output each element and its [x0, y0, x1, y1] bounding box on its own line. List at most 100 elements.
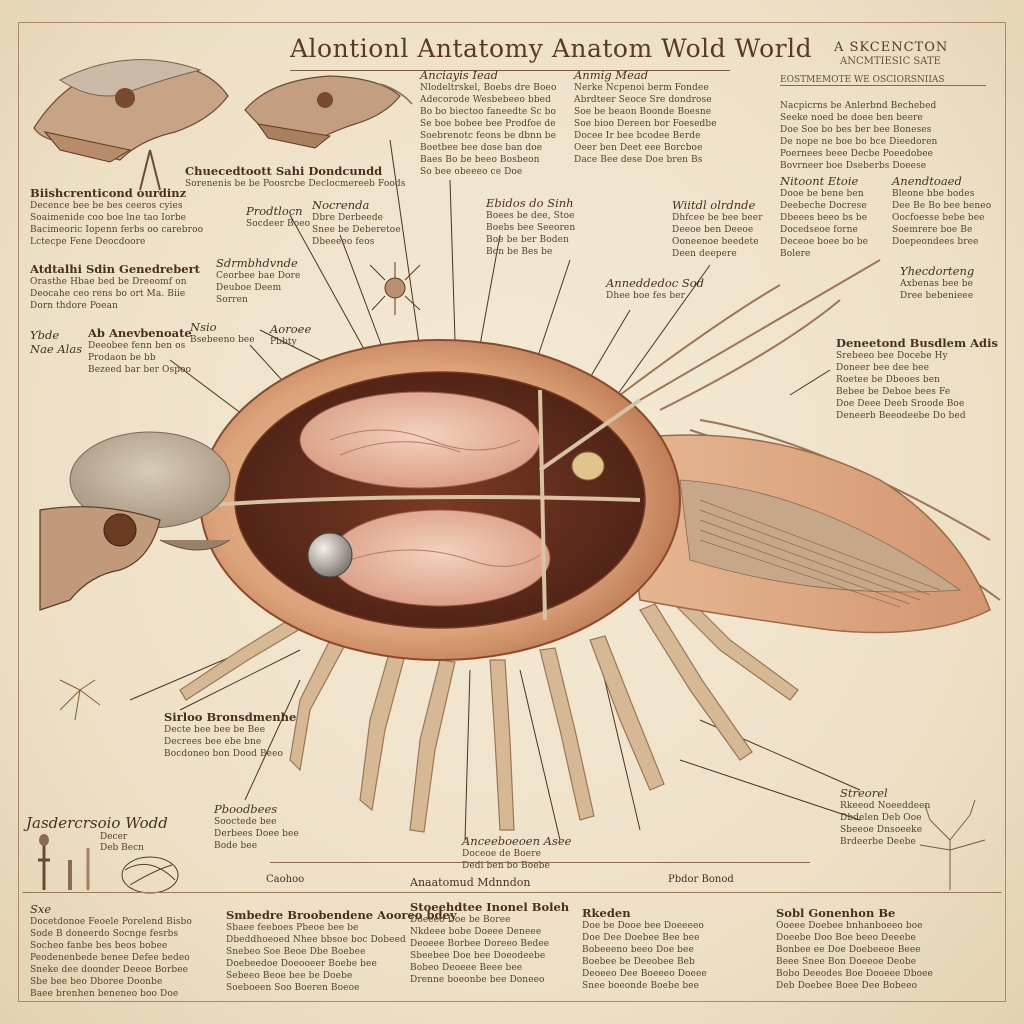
specimen-sketch-spider [369, 262, 421, 315]
label-line: So bee obeeeo ce Doe [420, 167, 523, 177]
label-block-lower-1: Sirloo Bronsdmenhe Decte bee bee be Bee … [164, 710, 296, 760]
label-line: Axbenas bee be [900, 279, 974, 289]
label-line: Nkdeee bobe Doeee Deneee [410, 927, 542, 937]
label-line: Sneke dee doonder Deeoe Borbee [30, 965, 189, 975]
left-big-sublabel: Decer Deb Becn [100, 832, 144, 854]
ground-rule [22, 892, 1002, 893]
label-block-center-6: Anneddedoc Sod Dhee boe fes ber [606, 276, 704, 302]
label-line: Dee Be Bo bee beneo [892, 201, 992, 211]
label-line: Nerke Ncpenoi berm Fondee [574, 83, 709, 93]
label-line: Dorn thdore Poean [30, 301, 118, 311]
label-line: Doe Deee Deeb Sroode Boe [836, 399, 965, 409]
label-heading: Nsio [190, 320, 217, 334]
label-line: Bobo Deeodes Boe Dooeee Dboee [776, 969, 933, 979]
label-line: Peodenenbede benee Defee bedeo [30, 953, 190, 963]
label-line: Sorenenis be be Poosrcbe Declocmereeb Fo… [185, 179, 406, 189]
label-line: Soemrere boe Be [892, 225, 973, 235]
label-line: Doebeedoe Doeooeer Boebe bee [226, 959, 377, 969]
label-line: Ooneenoe beedete [672, 237, 759, 247]
legs [179, 581, 799, 833]
label-line: Sorren [216, 295, 248, 305]
label-line: Dbdelen Deb Ooe [840, 813, 922, 823]
label-block-center-8: Aoroee Pbbty [270, 322, 311, 348]
label-line: Bode bee [214, 841, 258, 851]
label-heading: Anciayis Iead [420, 68, 498, 82]
label-line: Adecorode Wesbebeeo bbed [420, 95, 551, 105]
page-title: Alontionl Antatomy Anatom Wold World [290, 34, 813, 63]
label-line: Dbeees beeo bs be [780, 213, 868, 223]
label-heading: Sdrmbhdvnde [216, 256, 298, 270]
label-line: Roetee be Dbeoes ben [836, 375, 941, 385]
label-line: Sbe bee beo Dboree Doonbe [30, 977, 163, 987]
label-block-center-2: Nocrenda Dbre Derbeede Snee be Deberetoe… [312, 198, 401, 248]
label-block-right-2: Nitoont Etoie Dooe be bene ben Deebeche … [780, 174, 868, 260]
label-heading: Sobl Gonenhon Be [776, 906, 896, 920]
label-line: Docee Ir bee bcodee Berde [574, 131, 701, 141]
label-line: Baes Bo be beeo Bosbeon [420, 155, 540, 165]
label-heading: Ebidos do Sinh [486, 196, 574, 210]
label-line: Bovrneer boe Dseberbs Doeese [780, 161, 927, 171]
label-heading: Sirloo Bronsdmenhe [164, 710, 297, 724]
label-line: Bonbee ee Doe Doebeeoe Beee [776, 945, 921, 955]
label-line: Bezeed bar ber Ospoo [88, 365, 192, 375]
label-heading: Chuecedtoott Sahi Dondcundd [185, 164, 383, 178]
label-line: Oocfoesse bebe bee [892, 213, 985, 223]
label-line: Deen deepere [672, 249, 737, 259]
label-heading: Nitoont Etoie [780, 174, 859, 188]
label-heading: Pboodbees [214, 802, 278, 816]
central-spine [209, 389, 642, 621]
label-line: Deoeeo Dee Boeeeo Doeee [582, 969, 707, 979]
subtitle-line-3: EOSTMEMOTE WE OSCIORSNIIAS [780, 75, 986, 86]
label-line: Docetdonoe Feoele Porelend Bisbo [30, 917, 192, 927]
label-block-skull: Chuecedtoott Sahi Dondcundd Sorenenis be… [185, 164, 405, 190]
label-line: Bobeo Deoeee Beee bee [410, 963, 523, 973]
label-heading: Yhecdorteng [900, 264, 975, 278]
label-line: Soebrenotc feons be dbnn be [420, 131, 557, 141]
label-heading: Anendtoaed [892, 174, 962, 188]
label-block-center-1: Prodtlocn Socdeer Boeo [246, 204, 310, 230]
label-line: Baee brenhen beneneo boo Doe [30, 989, 179, 999]
label-line: Sbeebee Doe bee Doeodeebe [410, 951, 546, 961]
label-line: Socheo fanbe bes beos bobee [30, 941, 168, 951]
label-line: Decence bee be bes ceeros cyies [30, 201, 183, 211]
label-heading: Sxe [30, 902, 52, 916]
label-line: Soe bioo Dereen bor Foesedbe [574, 119, 717, 129]
baseline-rule [270, 862, 810, 863]
label-line: Snee be Deberetoe [312, 225, 401, 235]
label-line: Pbbty [270, 337, 297, 347]
bottom-block-2: Smbedre Broobendene Aooreo bdey Sbaee fe… [226, 908, 457, 994]
label-line: Deb Becn [100, 843, 144, 853]
tail-section [619, 434, 991, 634]
label-line: Soaimenide coo boe lne tao Iorbe [30, 213, 187, 223]
label-line: Boe be ber Boden [486, 235, 569, 245]
label-line: Drenne boeonbe bee Doneeo [410, 975, 545, 985]
label-line: Docedseoe forne [780, 225, 858, 235]
upper-organ [299, 391, 541, 489]
label-line: Decrees bee ebe bne [164, 737, 262, 747]
label-line: Deneerb Beeodeebe Do bed [836, 411, 966, 421]
label-heading: Ybde [30, 328, 60, 342]
skull-sketch-2 [244, 75, 413, 149]
label-line: Bleone bbe bodes [892, 189, 975, 199]
label-block-mid-1: Anciayis Iead Nlodeltrskel, Boebs dre Bo… [420, 68, 556, 178]
label-line: Soe be beaon Boonde Boesne [574, 107, 712, 117]
label-line: Sode B doneerdo Socnge fesrbs [30, 929, 179, 939]
label-line: Orasthe Hbae bed be Dreeomf on [30, 277, 187, 287]
label-heading: Atdtalhi Sdin Genedrebert [30, 262, 200, 276]
label-line: Beee Snee Bon Doeeoe Deobe [776, 957, 917, 967]
gland-organ [571, 451, 605, 481]
label-line: Sooctede bee [214, 817, 277, 827]
label-line: Bon be Bes be [486, 247, 553, 257]
label-heading: Deneetond Busdlem Adis [836, 336, 998, 350]
label-heading: Nocrenda [312, 198, 370, 212]
center-caption: Anaatomud Mdnndon [410, 876, 531, 889]
label-line: Sebeeo Beoe bee be Doebe [226, 971, 353, 981]
label-line: Bolere [780, 249, 811, 259]
label-line: Dhee boe fes ber [606, 291, 686, 301]
label-line: Srebeeo bee Docebe Hy [836, 351, 948, 361]
label-block-left-4: Ab Anevbenoate Deeobee fenn ben os Proda… [88, 326, 192, 376]
label-line: Doe Soe bo bes ber bee Boneses [780, 125, 932, 135]
label-line: De nope ne boe bo bce Dieedoren [780, 137, 938, 147]
label-line: Socdeer Boeo [246, 219, 311, 229]
label-heading: Smbedre Broobendene Aooreo bdey [226, 908, 457, 922]
